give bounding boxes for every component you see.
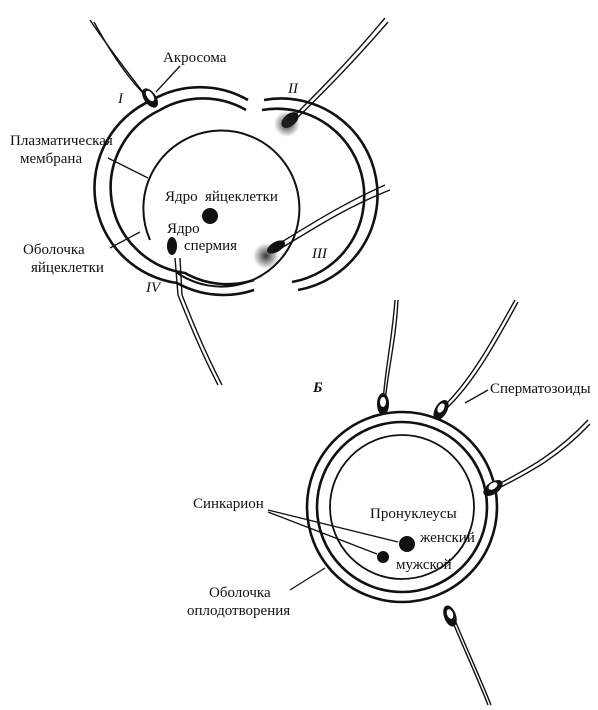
sperm-stage-2: [274, 18, 388, 137]
sperm-nucleus-label-2: спермия: [184, 238, 237, 254]
syncaryon-label: Синкарион: [193, 496, 264, 512]
egg-cell-a: Ядро яйцеклетки Ядро спермия: [94, 87, 377, 295]
sperm-nucleus-dot: [167, 237, 177, 255]
panel-b-letter: Б: [312, 380, 323, 396]
egg-nucleus-label-1: Ядро: [165, 189, 198, 205]
female-label: женский: [419, 530, 475, 546]
sperm-b-1: [377, 300, 398, 415]
stage-label-4: IV: [145, 280, 162, 296]
female-pronucleus: [399, 536, 415, 552]
plasma-membrane-label-1: Плазматическая: [10, 133, 113, 149]
male-pronucleus: [377, 551, 389, 563]
male-label: мужской: [396, 557, 452, 573]
sperm-b-3: [481, 420, 590, 499]
spermatozoa-label: Сперматозоиды: [490, 381, 591, 397]
sperm-b-2: [430, 300, 518, 423]
sperm-stage-1: [90, 20, 161, 110]
plasma-membrane-label-2: мембрана: [20, 151, 82, 167]
fert-envelope-label-1: Оболочка: [209, 585, 271, 601]
egg-nucleus-dot: [202, 208, 218, 224]
egg-nucleus-label-2: яйцеклетки: [205, 189, 278, 205]
stage-label-3: III: [311, 246, 328, 262]
fert-envelope-label-2: оплодотворения: [187, 603, 290, 619]
sperm-nucleus-label-1: Ядро: [167, 221, 200, 237]
pronuclei-label: Пронуклеусы: [370, 506, 457, 522]
egg-envelope-label-1: Оболочка: [23, 242, 85, 258]
stage-label-1: I: [117, 91, 124, 107]
acrosome-label: Акросома: [163, 50, 227, 66]
egg-envelope-label-2: яйцеклетки: [31, 260, 104, 276]
sperm-b-4: [441, 604, 491, 705]
stage-label-2: II: [287, 81, 299, 97]
